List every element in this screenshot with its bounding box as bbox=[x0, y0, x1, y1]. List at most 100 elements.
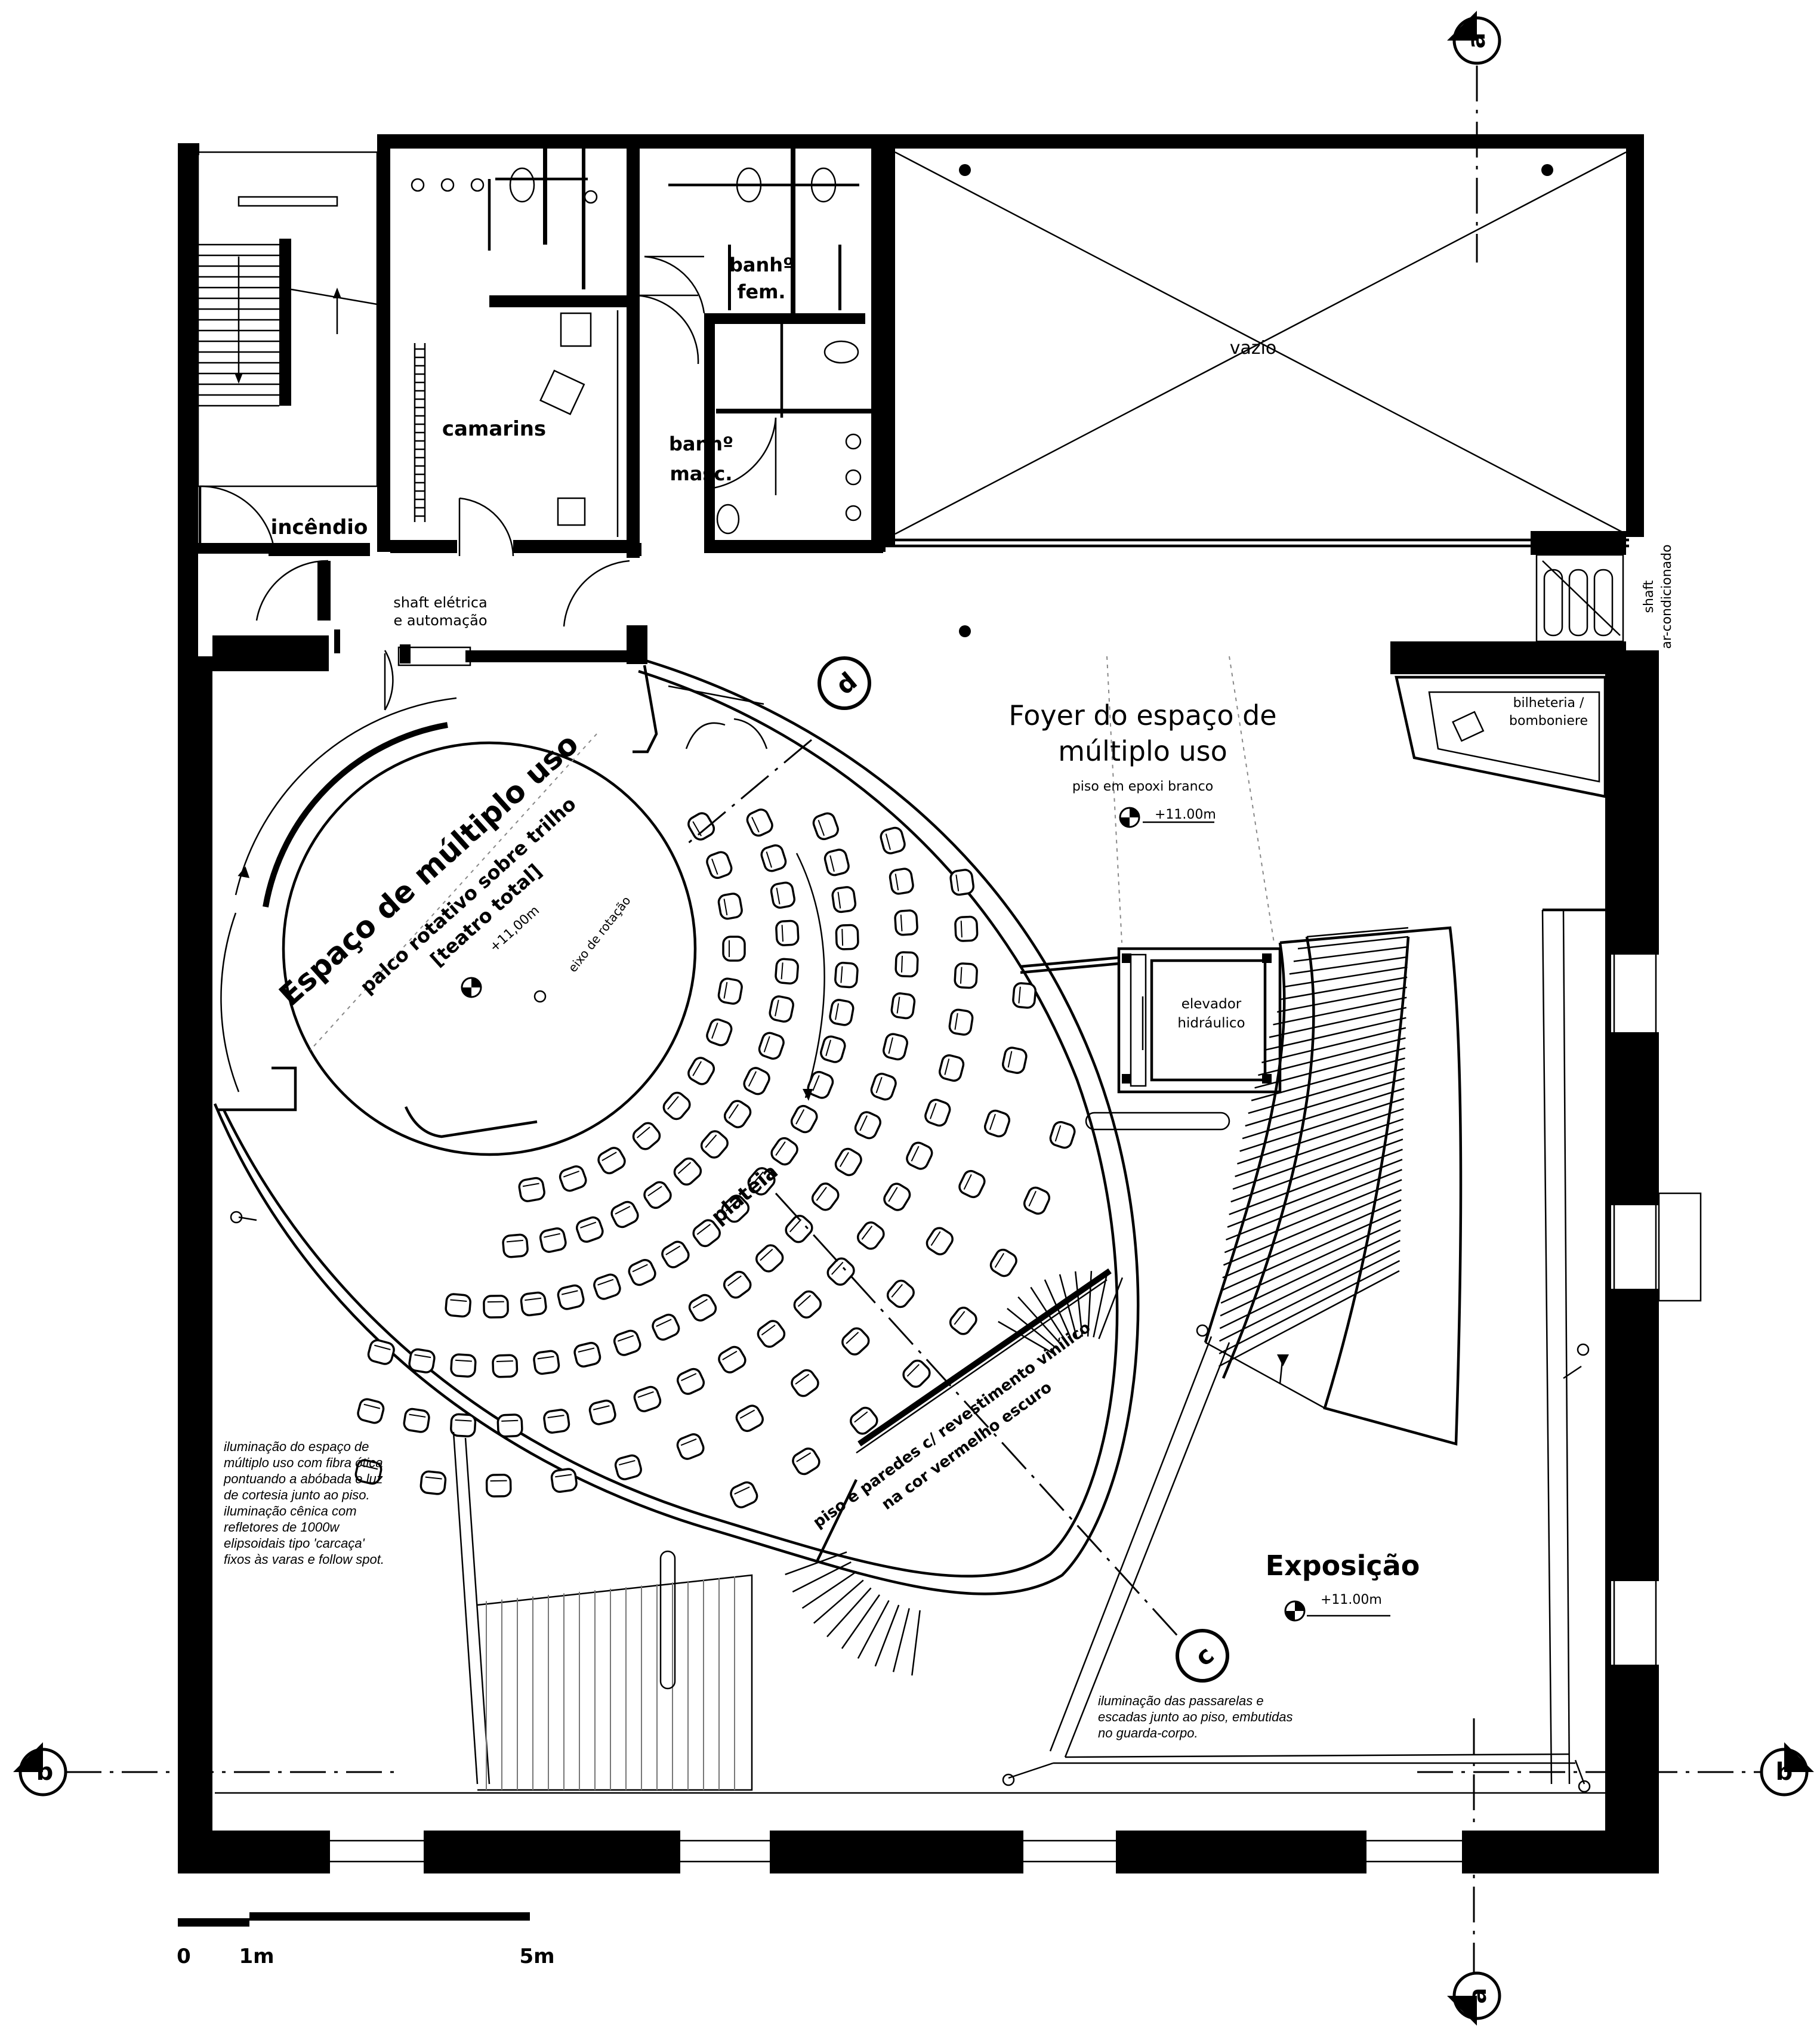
curved-stair-tread bbox=[1237, 1108, 1404, 1165]
auditorium-stair-step bbox=[1093, 1273, 1108, 1338]
auditorium-stair-step bbox=[892, 1608, 910, 1672]
seat bbox=[834, 961, 859, 989]
seat bbox=[989, 1248, 1017, 1277]
auditorium-stair-step bbox=[785, 1551, 847, 1576]
seat bbox=[894, 909, 918, 936]
section-marker-a-bottom: a bbox=[1447, 1971, 1501, 2026]
seat bbox=[880, 826, 906, 854]
label-elevador-1: elevador bbox=[1182, 996, 1242, 1012]
auditorium-stair-step bbox=[1074, 1271, 1083, 1337]
note-multi-line-6: elipsoidais tipo 'carcaça' bbox=[224, 1536, 365, 1551]
seat bbox=[1023, 1186, 1051, 1215]
seat bbox=[520, 1291, 547, 1317]
seat bbox=[757, 1320, 786, 1348]
seat bbox=[785, 1214, 813, 1243]
curved-stair-tread bbox=[1219, 1239, 1401, 1329]
spiral-stair-exhibition bbox=[1002, 908, 1605, 1793]
seat bbox=[450, 1413, 477, 1437]
label-banho-masc-2: masc. bbox=[670, 462, 732, 485]
note-passarelas-lighting: iluminação das passarelas e escadas junt… bbox=[1098, 1693, 1293, 1740]
section-marker-d: d bbox=[818, 656, 871, 710]
scale-bar: 0 1m 5m bbox=[177, 1912, 555, 1968]
seat bbox=[717, 977, 743, 1005]
section-lines bbox=[66, 66, 1766, 1975]
seat bbox=[588, 1399, 616, 1425]
label-shaft-eletrica-1: shaft elétrica bbox=[393, 594, 488, 611]
fire-stair bbox=[197, 151, 378, 554]
seat bbox=[730, 1481, 758, 1508]
level-marker-exposicao bbox=[1284, 1600, 1390, 1622]
note-multi-line-7: fixos às varas e follow spot. bbox=[224, 1552, 384, 1567]
seat bbox=[775, 919, 800, 946]
seat bbox=[543, 1409, 570, 1434]
curved-stair-tread bbox=[1224, 1179, 1402, 1254]
seat bbox=[450, 1353, 477, 1378]
seat bbox=[811, 1182, 840, 1211]
section-marker-b-left: b bbox=[13, 1742, 67, 1797]
seat bbox=[573, 1342, 601, 1368]
curved-stair-tread bbox=[1285, 966, 1408, 987]
curved-stair-tread bbox=[1242, 1088, 1405, 1140]
lower-stair bbox=[230, 1211, 753, 1791]
seat bbox=[661, 1240, 690, 1268]
seat bbox=[706, 1018, 733, 1047]
label-shaft-ar-1: shaft bbox=[1642, 580, 1656, 613]
label-eixo-rotacao: eixo de rotação bbox=[565, 893, 633, 975]
seat bbox=[856, 1221, 885, 1250]
auditorium-stair-step bbox=[801, 1570, 857, 1609]
section-a-label-bottom: a bbox=[1464, 1988, 1492, 2004]
seat bbox=[354, 1459, 382, 1485]
section-b-label-right: b bbox=[1776, 1758, 1793, 1786]
shaft-ac-units bbox=[1543, 569, 1614, 637]
seat bbox=[687, 812, 715, 841]
note-multi-lighting: iluminação do espaço de múltiplo uso com… bbox=[223, 1439, 384, 1567]
note-multi-line-3: de cortesia junto ao piso. bbox=[224, 1487, 370, 1502]
label-camarins: camarins bbox=[442, 417, 546, 441]
label-banho-fem-2: fem. bbox=[737, 280, 785, 303]
seat bbox=[717, 893, 743, 920]
curved-stair-tread bbox=[1223, 1189, 1402, 1266]
seat bbox=[700, 1130, 729, 1159]
seat bbox=[747, 1167, 776, 1196]
seat bbox=[834, 1147, 862, 1177]
seat bbox=[357, 1398, 385, 1424]
label-banho-fem-1: banhº bbox=[729, 254, 794, 276]
seat bbox=[949, 1307, 977, 1335]
note-multi-line-1: múltiplo uso com fibra ótica bbox=[224, 1455, 383, 1470]
curved-stair-tread bbox=[1293, 946, 1408, 962]
seat bbox=[792, 1447, 820, 1476]
level-marker-foyer bbox=[1119, 807, 1214, 828]
outer-walls bbox=[178, 134, 1702, 1873]
seat bbox=[662, 1091, 691, 1121]
label-foyer-level: +11.00m bbox=[1155, 807, 1216, 822]
seat bbox=[983, 1109, 1011, 1138]
auditorium-stair-step bbox=[874, 1604, 900, 1667]
seat bbox=[889, 868, 914, 895]
seat bbox=[688, 1294, 717, 1322]
curved-stair-tread bbox=[1276, 986, 1407, 1013]
section-marker-c: c bbox=[1176, 1629, 1229, 1683]
curved-stair-tread bbox=[1245, 1078, 1405, 1127]
seat bbox=[632, 1122, 661, 1150]
label-elevador-2: hidráulico bbox=[1177, 1016, 1245, 1031]
seat bbox=[633, 1385, 662, 1412]
curved-stair-tread bbox=[1251, 1057, 1405, 1101]
seat bbox=[820, 1035, 846, 1063]
seat bbox=[760, 844, 787, 872]
seat bbox=[403, 1407, 430, 1433]
seat bbox=[854, 1111, 881, 1140]
seat bbox=[883, 1183, 911, 1211]
scale-label-0: 0 bbox=[177, 1944, 191, 1968]
curved-stair-tread bbox=[1281, 976, 1408, 1001]
seat bbox=[628, 1259, 656, 1286]
curved-stair-tread bbox=[1261, 1027, 1406, 1064]
label-bilheteria-2: bomboniere bbox=[1509, 714, 1588, 729]
curved-stair-tread bbox=[1220, 1229, 1401, 1317]
label-foyer-piso: piso em epoxi branco bbox=[1072, 779, 1213, 794]
seat bbox=[954, 962, 978, 989]
curved-stair-tread bbox=[1221, 1209, 1402, 1291]
seat bbox=[954, 915, 979, 942]
curved-stair-tread bbox=[1297, 936, 1409, 950]
auditorium-stair-step bbox=[1098, 1277, 1124, 1339]
